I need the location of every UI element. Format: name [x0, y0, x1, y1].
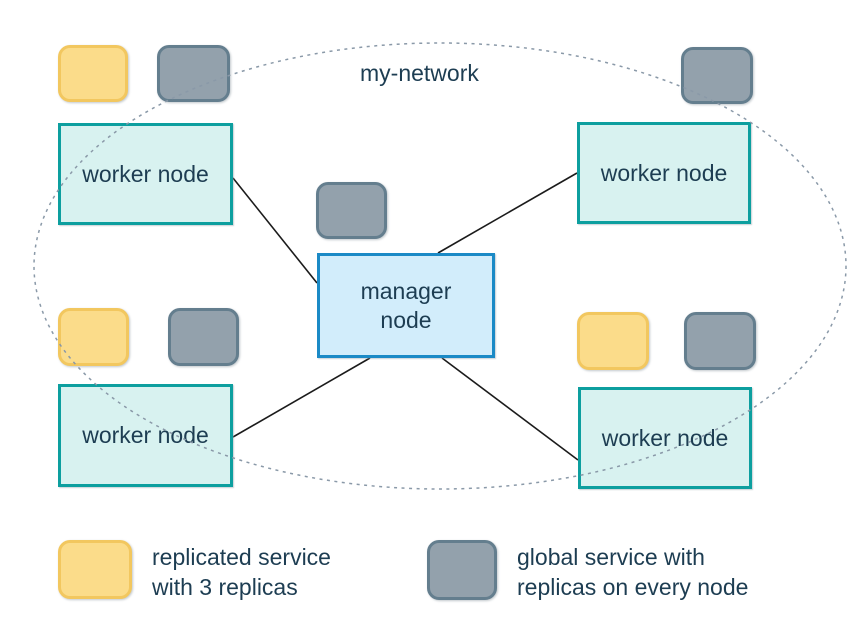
legend-global-service-icon: [427, 540, 497, 600]
global-service-icon: [157, 45, 230, 102]
worker-node-label: worker node: [600, 159, 728, 186]
connector-line-manager-to-worker-bottom-right: [441, 357, 579, 461]
manager-node: manager node: [317, 253, 495, 358]
global-service-icon: [168, 308, 239, 366]
replicated-service-icon: [58, 45, 128, 102]
worker-node-label: worker node: [82, 160, 209, 187]
worker-node-bottom-right: worker node: [578, 387, 752, 489]
network-label: my-network: [360, 60, 479, 86]
legend-replicated-service-icon: [58, 540, 132, 599]
connector-line-manager-to-worker-top-right: [437, 172, 578, 254]
worker-node-top-left: worker node: [58, 123, 233, 225]
connector-line-manager-to-worker-top-left: [232, 177, 318, 284]
global-service-icon: [681, 47, 753, 104]
worker-node-top-right: worker node: [577, 122, 751, 224]
global-service-icon: [316, 182, 387, 239]
worker-node-label: worker node: [601, 424, 729, 451]
replicated-service-icon: [577, 312, 649, 370]
legend-replicated-label: replicated service with 3 replicas: [152, 544, 331, 600]
worker-node-label: worker node: [82, 422, 209, 448]
replicated-service-icon: [58, 308, 129, 366]
manager-node-label: manager node: [360, 277, 452, 333]
legend: replicated service with 3 replicas globa…: [0, 528, 868, 620]
global-service-icon: [684, 312, 756, 370]
connector-line-manager-to-worker-bottom-left: [232, 357, 371, 438]
worker-node-bottom-left: worker node: [58, 384, 233, 487]
legend-global-label: global service with replicas on every no…: [517, 544, 749, 600]
